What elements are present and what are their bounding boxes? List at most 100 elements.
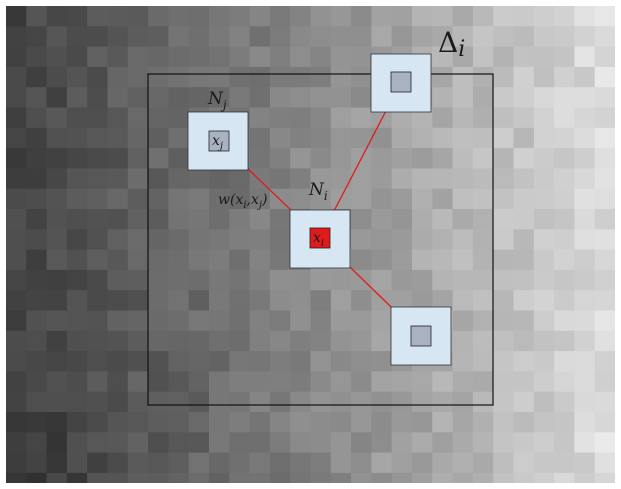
pixel-xi-label: xi [313, 230, 324, 249]
image-pixel [513, 127, 535, 149]
image-pixel [269, 351, 291, 372]
image-pixel [127, 412, 149, 433]
image-pixel [432, 127, 454, 149]
image-pixel [229, 472, 251, 483]
image-pixel [209, 6, 230, 27]
image-pixel [46, 66, 68, 88]
image-pixel [6, 188, 27, 210]
image-pixel [46, 229, 68, 251]
image-pixel [533, 229, 555, 251]
image-pixel [513, 452, 535, 474]
image-pixel [432, 269, 454, 291]
image-pixel [574, 209, 596, 230]
image-pixel [452, 188, 474, 210]
image-pixel [66, 229, 88, 251]
image-pixel [412, 107, 433, 129]
image-pixel [6, 26, 27, 48]
image-pixel [66, 87, 88, 109]
image-pixel [554, 209, 575, 230]
image-pixel [574, 229, 596, 251]
image-pixel [168, 6, 190, 27]
image-pixel [574, 330, 596, 352]
image-pixel [391, 432, 413, 454]
image-pixel [107, 412, 129, 433]
image-pixel [290, 127, 312, 149]
image-pixel [493, 330, 515, 352]
image-pixel [554, 290, 575, 312]
image-pixel [432, 26, 454, 48]
image-pixel [290, 148, 312, 169]
image-pixel [513, 371, 535, 393]
image-pixel [594, 46, 615, 68]
image-pixel [310, 391, 332, 413]
image-pixel [391, 472, 413, 483]
image-pixel [554, 472, 575, 483]
image-pixel [127, 330, 149, 352]
image-pixel [26, 391, 48, 413]
image-pixel [46, 432, 68, 454]
neighborhood-nj-label: Nj [207, 89, 227, 112]
image-pixel [371, 330, 393, 352]
image-pixel [594, 330, 615, 352]
image-pixel [330, 432, 352, 454]
image-pixel [412, 269, 433, 291]
image-pixel [594, 310, 615, 332]
image-pixel [371, 432, 393, 454]
image-pixel [594, 66, 615, 88]
image-pixel [330, 188, 352, 210]
pixel-xi [309, 227, 331, 249]
image-pixel [66, 452, 88, 474]
image-pixel [249, 249, 271, 271]
image-pixel [249, 472, 271, 483]
image-pixel [452, 412, 474, 433]
image-pixel [188, 229, 210, 251]
image-pixel [26, 371, 48, 393]
image-pixel [87, 107, 109, 129]
image-pixel [574, 148, 596, 169]
image-pixel [107, 351, 129, 372]
image-pixel [107, 269, 129, 291]
image-pixel [554, 168, 575, 190]
image-pixel [127, 351, 149, 372]
image-pixel [554, 391, 575, 413]
image-pixel [513, 168, 535, 190]
image-pixel [452, 249, 474, 271]
image-pixel [554, 148, 575, 169]
image-pixel [472, 148, 494, 169]
image-pixel [351, 66, 372, 88]
image-pixel [594, 472, 615, 483]
image-pixel [391, 452, 413, 474]
image-pixel [371, 6, 393, 27]
image-pixel [6, 351, 27, 372]
image-pixel [472, 229, 494, 251]
image-pixel [66, 107, 88, 129]
image-pixel [269, 371, 291, 393]
image-pixel [412, 188, 433, 210]
image-pixel [46, 351, 68, 372]
image-pixel [269, 229, 291, 251]
image-pixel [330, 107, 352, 129]
image-pixel [391, 229, 413, 251]
image-pixel [513, 330, 535, 352]
image-pixel [554, 66, 575, 88]
image-pixel [574, 188, 596, 210]
image-pixel [452, 229, 474, 251]
image-pixel [87, 168, 109, 190]
image-pixel [87, 391, 109, 413]
image-pixel [188, 391, 210, 413]
image-pixel [290, 351, 312, 372]
image-pixel [371, 351, 393, 372]
image-pixel [533, 249, 555, 271]
image-pixel [188, 472, 210, 483]
image-pixel [330, 269, 352, 291]
image-pixel [412, 168, 433, 190]
image-pixel [412, 472, 433, 483]
image-pixel [87, 148, 109, 169]
image-pixel [432, 229, 454, 251]
image-pixel [249, 452, 271, 474]
image-pixel [107, 229, 129, 251]
image-pixel [594, 26, 615, 48]
image-pixel [168, 432, 190, 454]
image-pixel [66, 26, 88, 48]
image-pixel [188, 310, 210, 332]
